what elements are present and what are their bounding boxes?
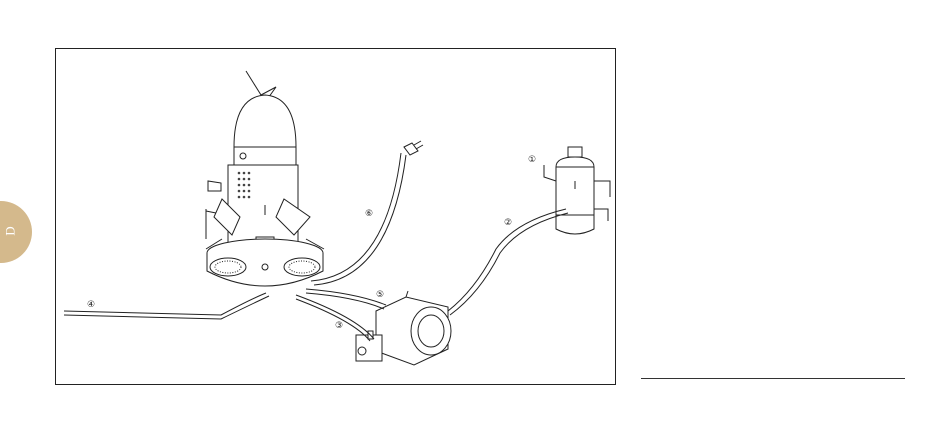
power-plug	[404, 141, 423, 155]
footer-rule	[641, 378, 905, 379]
callout-2: ②	[504, 218, 512, 228]
installation-diagram: ① ② ③ ④ ⑤ ⑥	[55, 48, 616, 385]
coffee-machine	[206, 71, 324, 286]
pump	[356, 291, 451, 365]
section-tab-label: D	[3, 226, 19, 235]
section-tab: D	[0, 201, 32, 263]
callout-6: ⑥	[365, 209, 373, 219]
callout-1: ①	[528, 155, 536, 165]
diagram-drawing: ① ② ③ ④ ⑤ ⑥	[56, 49, 617, 386]
callout-4: ④	[87, 300, 95, 310]
water-filter	[544, 147, 610, 234]
callout-labels: ① ② ③ ④ ⑤ ⑥	[87, 155, 536, 331]
callout-3: ③	[335, 321, 343, 331]
callout-5: ⑤	[376, 290, 384, 300]
